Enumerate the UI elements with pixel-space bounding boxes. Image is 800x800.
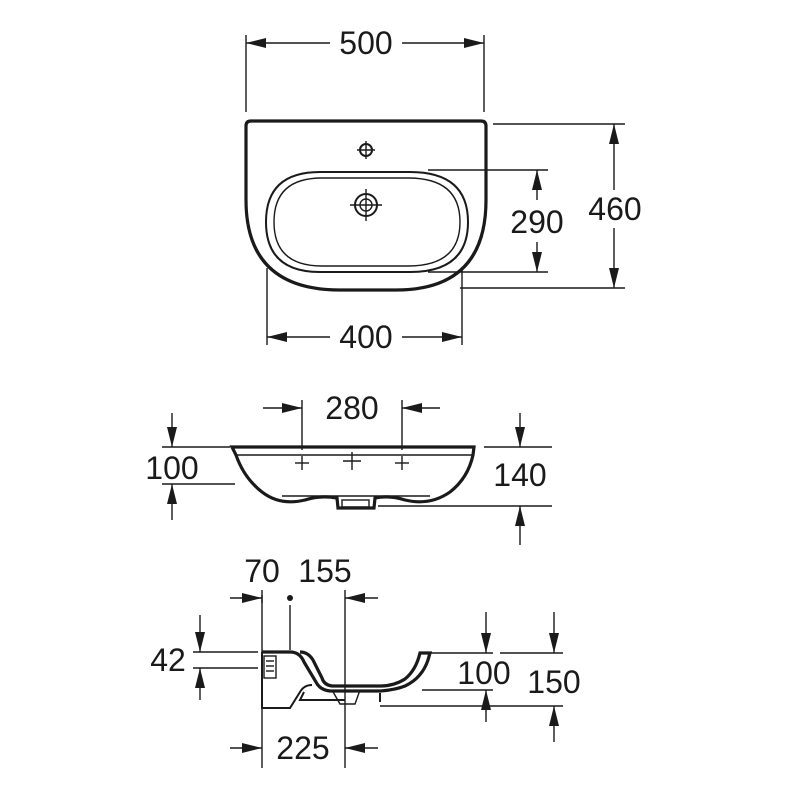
dimension-100-front: 100 <box>145 413 235 520</box>
tap-hole-icon <box>357 141 375 159</box>
dimension-400: 400 <box>266 268 463 355</box>
basin-underside-side <box>261 652 381 709</box>
drain-icon <box>350 189 382 221</box>
dim-label-500: 500 <box>339 25 392 61</box>
dim-label-460: 460 <box>588 191 641 227</box>
dim-label-42: 42 <box>150 642 186 678</box>
dim-label-100-front: 100 <box>145 450 198 486</box>
bowl-inner-outline-top <box>273 177 461 267</box>
dim-label-225: 225 <box>276 730 329 766</box>
dimension-100-side: 100 <box>422 612 511 722</box>
dimension-150: 150 <box>380 612 581 742</box>
drain-outlet <box>341 499 370 508</box>
dimension-225: 225 <box>230 730 378 766</box>
bowl-outline-top <box>264 171 470 273</box>
dimension-500: 500 <box>245 25 485 112</box>
dim-label-155: 155 <box>298 553 351 589</box>
basin-outline-top <box>244 119 488 292</box>
tap-hole-left-icon <box>295 456 309 470</box>
dimension-460: 460 <box>460 123 642 289</box>
dimension-42: 42 <box>150 615 258 700</box>
dimension-140: 140 <box>378 413 552 545</box>
drain-outlet-side <box>331 689 361 705</box>
dim-label-100-side: 100 <box>457 655 510 691</box>
tap-hole-marker-icon <box>287 595 293 601</box>
dim-label-280: 280 <box>325 390 378 426</box>
basin-outline-front <box>229 445 476 510</box>
tap-hole-center-icon <box>343 452 361 470</box>
side-view: 70 155 42 100 <box>150 553 581 768</box>
dim-label-400: 400 <box>339 319 392 355</box>
tap-hole-right-icon <box>395 456 409 470</box>
dim-label-140: 140 <box>493 457 546 493</box>
wall-bracket <box>263 655 277 679</box>
basin-outline-side <box>262 650 433 693</box>
dimension-280: 280 <box>263 390 440 450</box>
dim-label-150: 150 <box>527 664 580 700</box>
dimension-290: 290 <box>428 169 564 273</box>
dim-label-70: 70 <box>244 553 280 589</box>
dimension-155: 155 <box>298 553 378 603</box>
top-view: 500 460 290 <box>244 25 642 355</box>
dimension-70: 70 <box>230 553 280 603</box>
dim-label-290: 290 <box>510 204 563 240</box>
front-view: 280 100 140 <box>145 390 552 545</box>
